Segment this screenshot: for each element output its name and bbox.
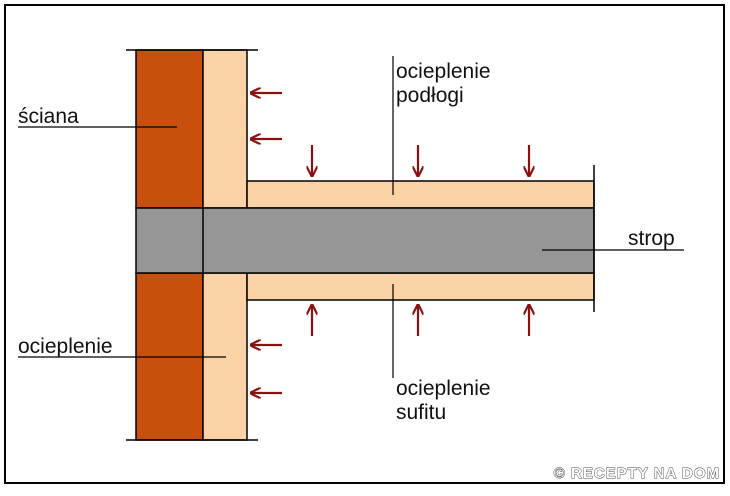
label-floor-insulation-line1: ocieplenie	[396, 60, 491, 83]
label-insulation: ocieplenie	[18, 335, 113, 358]
ceiling-insulation-layer	[246, 272, 595, 301]
wall-brick-upper	[135, 49, 204, 209]
label-ceiling-insulation-line1: ocieplenie	[396, 377, 491, 400]
label-slab: strop	[628, 227, 675, 250]
floor-insulation-layer	[246, 180, 595, 209]
concrete-slab	[135, 207, 595, 274]
copyright-watermark: © RECEPTY NA DOM	[554, 465, 720, 482]
label-ceiling-insulation-line2: sufitu	[396, 401, 446, 424]
label-floor-insulation-line2: podłogi	[396, 84, 464, 107]
label-wall: ściana	[18, 105, 79, 128]
wall-insulation-upper	[202, 49, 248, 209]
